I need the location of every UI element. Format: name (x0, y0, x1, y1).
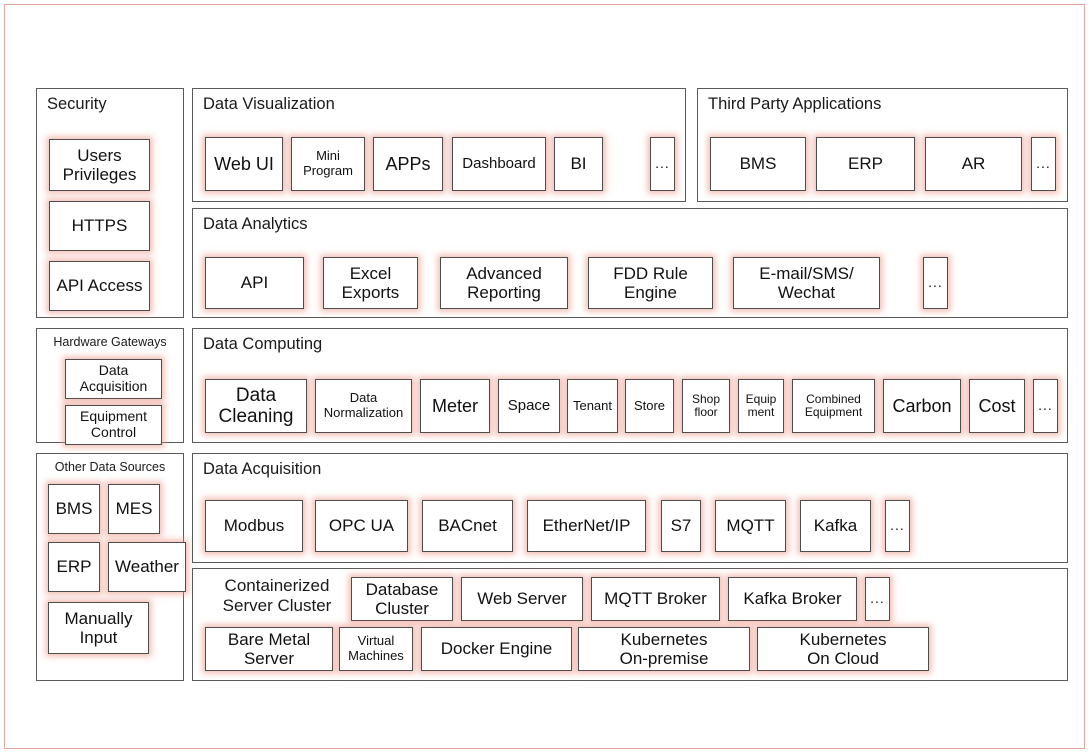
node-bi[interactable]: BI (554, 137, 603, 191)
node-bms-source[interactable]: BMS (48, 484, 100, 534)
node-bare-metal-server[interactable]: Bare Metal Server (205, 627, 333, 671)
node-docker-engine[interactable]: Docker Engine (421, 627, 572, 671)
node-kubernetes-on-cloud[interactable]: Kubernetes On Cloud (757, 627, 929, 671)
node-virtual-machines[interactable]: Virtual Machines (339, 627, 413, 671)
node-web-server[interactable]: Web Server (461, 577, 583, 621)
node-erp-source[interactable]: ERP (48, 542, 100, 592)
node-gateway-data-acquisition[interactable]: Data Acquisition (65, 359, 162, 399)
diagram-frame: Security Users Privileges HTTPS API Acce… (4, 4, 1085, 749)
node-weather-source[interactable]: Weather (108, 542, 186, 592)
node-cluster-more[interactable]: ... (865, 577, 890, 621)
panel-title-security: Security (47, 95, 107, 113)
node-gateway-equipment-control[interactable]: Equipment Control (65, 405, 162, 445)
node-data-cleaning[interactable]: Data Cleaning (205, 379, 307, 433)
node-excel-exports[interactable]: Excel Exports (323, 257, 418, 309)
node-data-analytics-more[interactable]: ... (923, 257, 948, 309)
node-bms-3p[interactable]: BMS (710, 137, 806, 191)
node-opc-ua[interactable]: OPC UA (315, 500, 408, 552)
panel-hardware-gateways: Hardware Gateways Data Acquisition Equip… (36, 328, 184, 445)
panel-title-containerized-server-cluster: Containerized Server Cluster (222, 576, 332, 615)
node-third-party-more[interactable]: ... (1031, 137, 1056, 191)
panel-title-other-data-sources: Other Data Sources (54, 460, 166, 474)
panel-containerized-server-cluster: Containerized Server Cluster Database Cl… (192, 568, 1068, 681)
node-web-ui[interactable]: Web UI (205, 137, 283, 191)
panel-data-visualization: Data Visualization Web UI Mini Program A… (192, 88, 686, 202)
panel-data-acquisition: Data Acquisition Modbus OPC UA BACnet Et… (192, 453, 1068, 563)
node-kafka-broker[interactable]: Kafka Broker (728, 577, 857, 621)
node-carbon[interactable]: Carbon (883, 379, 961, 433)
panel-title-third-party-applications: Third Party Applications (708, 95, 882, 113)
node-erp-3p[interactable]: ERP (816, 137, 915, 191)
node-s7[interactable]: S7 (661, 500, 701, 552)
node-space[interactable]: Space (498, 379, 560, 433)
node-data-normalization[interactable]: Data Normalization (315, 379, 412, 433)
node-equipment[interactable]: Equip ment (738, 379, 784, 433)
node-users-privileges[interactable]: Users Privileges (49, 139, 150, 191)
node-api-access[interactable]: API Access (49, 261, 150, 311)
node-data-visualization-more[interactable]: ... (650, 137, 675, 191)
node-email-sms-wechat[interactable]: E-mail/SMS/ Wechat (733, 257, 880, 309)
panel-title-hardware-gateways: Hardware Gateways (53, 335, 167, 349)
panel-title-data-visualization: Data Visualization (203, 95, 335, 113)
node-meter[interactable]: Meter (420, 379, 490, 433)
node-mqtt-broker[interactable]: MQTT Broker (591, 577, 720, 621)
node-data-acquisition-more[interactable]: ... (885, 500, 910, 552)
node-api[interactable]: API (205, 257, 304, 309)
panel-title-data-acquisition: Data Acquisition (203, 460, 322, 478)
node-mes-source[interactable]: MES (108, 484, 160, 534)
node-advanced-reporting[interactable]: Advanced Reporting (440, 257, 568, 309)
node-store[interactable]: Store (625, 379, 674, 433)
panel-title-data-computing: Data Computing (203, 335, 323, 353)
node-ethernet-ip[interactable]: EtherNet/IP (527, 500, 646, 552)
node-kafka[interactable]: Kafka (800, 500, 871, 552)
node-database-cluster[interactable]: Database Cluster (351, 577, 453, 621)
panel-other-data-sources: Other Data Sources BMS MES ERP Weather M… (36, 453, 186, 681)
node-cost[interactable]: Cost (969, 379, 1025, 433)
node-manually-input[interactable]: Manually Input (48, 602, 149, 654)
node-apps[interactable]: APPs (373, 137, 443, 191)
node-modbus[interactable]: Modbus (205, 500, 303, 552)
node-shop-floor[interactable]: Shop floor (682, 379, 730, 433)
panel-third-party-applications: Third Party Applications BMS ERP AR ... (697, 88, 1068, 202)
node-dashboard[interactable]: Dashboard (452, 137, 546, 191)
node-tenant[interactable]: Tenant (567, 379, 618, 433)
node-fdd-rule-engine[interactable]: FDD Rule Engine (588, 257, 713, 309)
node-kubernetes-on-premise[interactable]: Kubernetes On-premise (578, 627, 750, 671)
node-combined-equipment[interactable]: Combined Equipment (792, 379, 875, 433)
node-data-computing-more[interactable]: ... (1033, 379, 1058, 433)
node-bacnet[interactable]: BACnet (422, 500, 513, 552)
panel-data-analytics: Data Analytics API Excel Exports Advance… (192, 208, 1068, 318)
panel-data-computing: Data Computing Data Cleaning Data Normal… (192, 328, 1068, 443)
node-ar-3p[interactable]: AR (925, 137, 1022, 191)
node-mqtt[interactable]: MQTT (715, 500, 786, 552)
node-https[interactable]: HTTPS (49, 201, 150, 251)
panel-title-data-analytics: Data Analytics (203, 215, 308, 233)
node-mini-program[interactable]: Mini Program (291, 137, 365, 191)
panel-security: Security Users Privileges HTTPS API Acce… (36, 88, 184, 318)
